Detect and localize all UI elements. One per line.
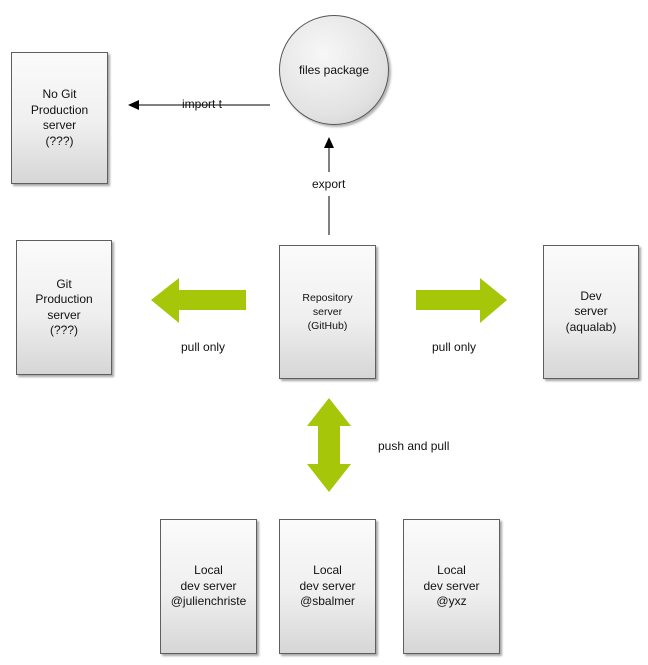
- node-label: server: [42, 118, 77, 132]
- node-label: server: [312, 306, 343, 318]
- pull-only-left-label: pull only: [181, 340, 226, 354]
- import-arrow: [128, 100, 270, 110]
- dev-server-node[interactable]: Dev server (aqualab): [543, 245, 639, 379]
- node-label: Dev: [580, 288, 602, 303]
- node-label: server: [574, 304, 608, 319]
- node-label: (aqualab): [565, 319, 617, 334]
- pull-only-right-label: pull only: [432, 340, 477, 354]
- node-label: dev server: [423, 578, 480, 593]
- node-label: @sbalmer: [300, 594, 355, 609]
- node-label: Local: [437, 563, 466, 578]
- node-label: Local: [194, 563, 223, 578]
- node-label: (???): [45, 133, 74, 148]
- export-label: export: [312, 177, 346, 191]
- no-git-production-server-node[interactable]: No Git Production server (???): [11, 52, 108, 184]
- node-label: Local: [313, 563, 342, 578]
- node-label: Git: [56, 276, 72, 291]
- node-label: Production: [30, 102, 89, 117]
- node-label: @yxz: [436, 594, 467, 609]
- node-label: dev server: [180, 578, 237, 593]
- export-arrow: [324, 137, 334, 235]
- import-label: import t: [182, 97, 223, 111]
- push-and-pull-label: push and pull: [378, 439, 450, 453]
- repository-server-node[interactable]: Repository server (GitHub): [279, 245, 376, 379]
- push-and-pull-arrow: [307, 398, 351, 492]
- node-label: (???): [49, 323, 78, 337]
- local-dev-server-julienchriste-node[interactable]: Local dev server @julienchriste: [160, 519, 257, 654]
- node-label: server: [47, 307, 81, 322]
- files-package-node[interactable]: files package: [279, 15, 389, 125]
- node-label: Repository: [302, 292, 353, 304]
- node-label: package: [323, 63, 370, 77]
- node-label: files: [298, 63, 321, 77]
- pull-only-left-arrow: [151, 278, 246, 323]
- node-label: dev server: [299, 578, 356, 593]
- local-dev-server-sbalmer-node[interactable]: Local dev server @sbalmer: [279, 519, 376, 654]
- node-label: Production: [35, 292, 93, 306]
- pull-only-right-arrow: [416, 278, 507, 323]
- node-label: @julienchriste: [170, 594, 247, 609]
- node-label: No Git: [42, 87, 77, 101]
- node-label: (GitHub): [307, 320, 348, 332]
- local-dev-server-yxz-node[interactable]: Local dev server @yxz: [403, 519, 500, 654]
- git-production-server-node[interactable]: Git Production server (???): [16, 240, 112, 375]
